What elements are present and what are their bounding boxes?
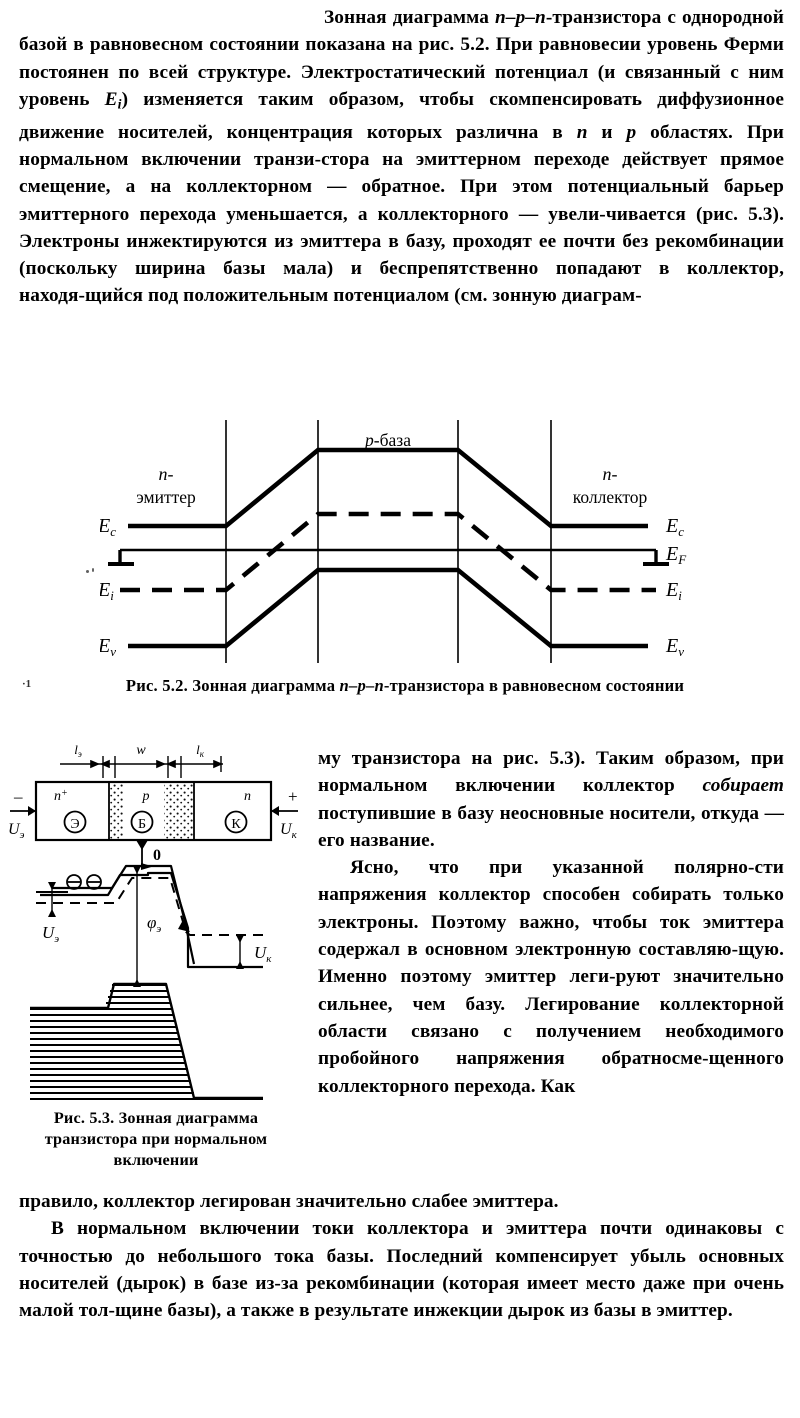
label-Ei-right: Ei — [665, 579, 682, 603]
band-diagram-svg: n- эмиттер p-база n- коллектор Ec Ei Ev … — [100, 420, 687, 663]
caption-line2-53: транзистора при нормальном — [44, 1130, 268, 1148]
electron-symbols — [66, 874, 102, 890]
electron-flow-arrow-down — [178, 920, 190, 932]
label-n-collector: n — [244, 789, 251, 804]
label-U-collector: Uк — [280, 821, 298, 841]
top-paragraph-block: Зонная диаграмма n–p–n-транзистора с одн… — [19, 4, 784, 310]
label-Ec-left: Ec — [100, 515, 116, 539]
caption-number: Рис. 5.2. — [125, 676, 188, 695]
label-p-base: p — [142, 789, 150, 804]
label-plus-sign: + — [288, 787, 298, 806]
phi-emitter-measure — [133, 866, 141, 987]
terminal-circles: Э Б К — [63, 810, 248, 834]
paragraph-collector: му транзистора на рис. 5.3). Таким образ… — [318, 748, 784, 851]
label-collector-n: n- — [603, 464, 618, 484]
label-emitter-word: эмиттер — [136, 487, 196, 507]
paragraph-doping-continuation: правило, коллектор легирован значительно… — [19, 1191, 559, 1212]
label-minus-sign: – — [13, 787, 23, 806]
label-U-emitter: Uэ — [8, 821, 25, 841]
label-Ev-right: Ev — [665, 635, 684, 659]
label-base-circle: Б — [138, 817, 146, 832]
figure-5-3-transistor-diagram: lэ w lк n+ p n Э — [8, 742, 308, 1104]
band-diagram-biased: Uэ φэ Uк — [30, 863, 272, 1101]
figure-5-2-band-diagram: n- эмиттер p-база n- коллектор Ec Ei Ev … — [100, 418, 700, 668]
U-emitter-measure — [48, 882, 56, 917]
label-U-emitter-band: Uэ — [42, 923, 59, 945]
label-collector-word: коллектор — [573, 487, 648, 507]
valence-band-outline — [30, 982, 263, 1100]
right-column-text: му транзистора на рис. 5.3). Таким образ… — [318, 745, 784, 1100]
label-emitter-circle: Э — [70, 817, 79, 832]
transistor-structure: lэ w lк n+ p n Э — [8, 742, 298, 864]
label-zero: 0 — [153, 847, 161, 864]
label-w: w — [136, 743, 146, 758]
label-emitter-n: n- — [159, 464, 174, 484]
valence-band-Ev — [128, 567, 648, 649]
scan-artifact-margin: ·1 — [22, 678, 32, 690]
label-Ev-left: Ev — [100, 635, 116, 659]
base-lead-arrow — [136, 840, 148, 850]
collector-lead-arrow — [271, 806, 279, 816]
fermi-dashed-level — [36, 877, 263, 936]
electron-flow-arrow-top — [141, 863, 153, 870]
caption-number-53: Рис. 5.3. — [53, 1109, 115, 1127]
emitter-depletion-zone — [109, 783, 124, 839]
label-n-plus: n+ — [54, 788, 68, 804]
label-Ei-left: Ei — [100, 579, 114, 603]
paragraph-currents: В нормальном включении токи коллектора и… — [19, 1218, 784, 1322]
U-collector-measure — [236, 935, 244, 969]
figure-5-2-caption: Рис. 5.2. Зонная диаграмма n–p–n-транзис… — [125, 676, 685, 695]
valence-band-hatching — [30, 983, 263, 1101]
intrinsic-level-Ei — [120, 511, 656, 593]
dimension-arrows — [60, 756, 223, 778]
paragraph-intro: Зонная диаграмма n–p–n-транзистора с одн… — [19, 7, 785, 307]
emitter-lead-arrow — [28, 806, 36, 816]
caption-line1-53: Зонная диаграмма — [118, 1109, 259, 1127]
label-Ec-right: Ec — [665, 515, 684, 539]
label-phi-emitter: φэ — [147, 913, 161, 935]
caption-line3-53: включении — [113, 1151, 199, 1169]
scan-speck — [92, 568, 94, 572]
label-l-emitter: lэ — [74, 742, 82, 759]
region-boundary-lines — [225, 420, 552, 663]
figure-5-3-svg: lэ w lк n+ p n Э — [8, 742, 298, 1101]
label-U-collector-band: Uк — [254, 943, 272, 965]
label-EF-right: EF — [665, 543, 687, 567]
scan-speck — [86, 570, 89, 573]
paragraph-polarity: Ясно, что при указанной полярно‑сти напр… — [318, 857, 784, 1097]
conduction-band-Ec — [128, 447, 648, 529]
figure-5-3-caption: Рис. 5.3. Зонная диаграмма транзистора п… — [6, 1108, 306, 1171]
label-l-collector: lк — [196, 742, 205, 759]
label-base: p-база — [363, 430, 411, 450]
bottom-text-block: правило, коллектор легирован значительно… — [19, 1188, 784, 1324]
label-collector-circle: К — [231, 817, 241, 832]
fermi-level-EF — [108, 548, 669, 566]
collector-depletion-zone — [164, 783, 194, 839]
